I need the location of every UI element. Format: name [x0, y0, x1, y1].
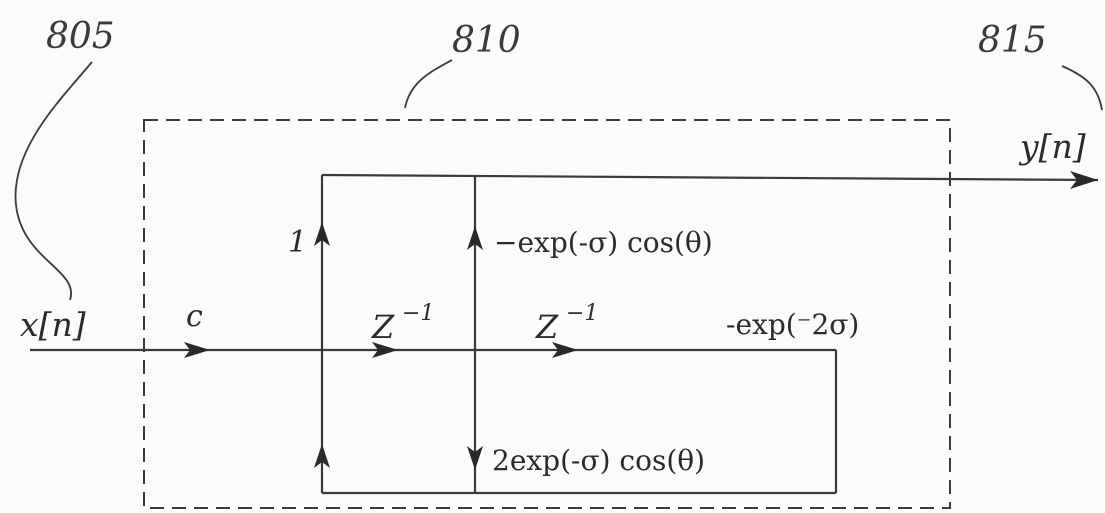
feedback-tap-arrow	[467, 446, 483, 470]
second-delay-exponent: −1	[566, 301, 598, 326]
direct-gain-label: 1	[288, 225, 307, 260]
feedback-tap-coefficient: 2exp(-σ) cos(θ)	[492, 444, 705, 477]
first-tap-arrow	[467, 226, 483, 250]
first-delay-base: Z	[371, 308, 395, 346]
first-tap-coefficient: −exp(-σ) cos(θ)	[494, 226, 713, 259]
first-delay-exponent: −1	[402, 301, 434, 326]
first-delay-arrow	[372, 342, 398, 358]
output-top-line	[321, 173, 1099, 182]
filter-block-boundary	[143, 119, 951, 509]
second-delay-base: Z	[535, 308, 559, 346]
direct-gain-arrow	[314, 222, 330, 246]
input-path-arrow	[184, 342, 210, 358]
input-gain-label: c	[186, 299, 203, 334]
feedback-up-arrow	[314, 444, 330, 468]
output-arrow	[1070, 171, 1098, 189]
block-reference-leader	[404, 59, 453, 109]
second-tap-coefficient: -exp(⁻2σ)	[726, 308, 859, 341]
second-delay-arrow	[552, 342, 578, 358]
output-reference-leader	[1061, 65, 1103, 111]
output-signal-label: y[n]	[1018, 127, 1086, 166]
input-reference-number: 805	[46, 16, 115, 57]
block-reference-number: 810	[452, 20, 521, 61]
output-reference-number: 815	[978, 20, 1047, 61]
input-signal-label: x[n]	[20, 305, 86, 344]
input-reference-leader	[14, 61, 93, 301]
